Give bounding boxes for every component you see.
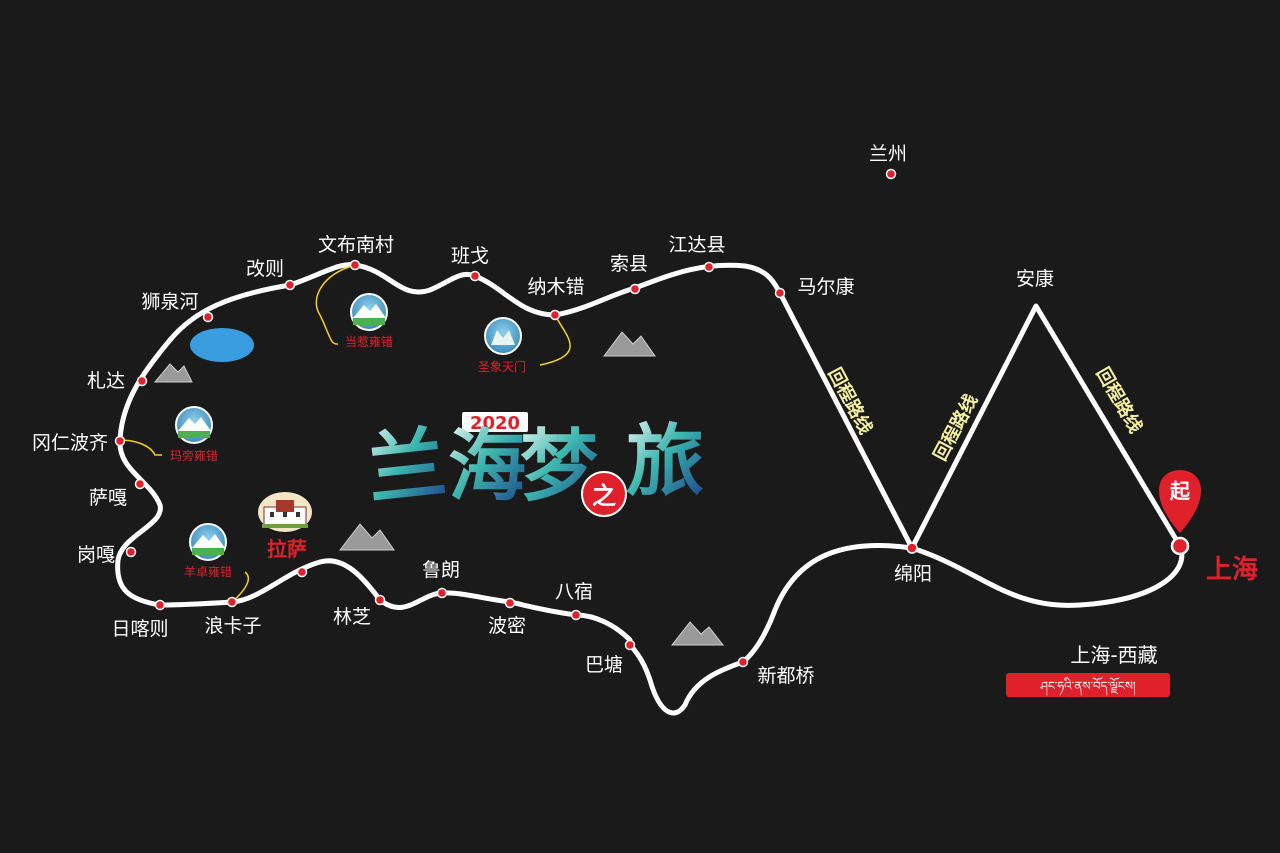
- dot-maerkang: [774, 287, 786, 299]
- start-pin-icon: 起: [1159, 470, 1201, 533]
- label-langkazi: 浪卡子: [204, 615, 261, 637]
- label-ankang: 安康: [1016, 268, 1054, 290]
- route-path: [115, 262, 1185, 716]
- label-lhasa: 拉萨: [267, 537, 307, 561]
- label-gaize: 改则: [246, 258, 284, 280]
- dot-batang: [624, 639, 636, 651]
- label-saga: 萨嘎: [89, 487, 127, 509]
- dot-gaize: [284, 279, 296, 291]
- title-block: 2020 兰 海 梦 之 旅: [363, 412, 704, 517]
- label-shiquanhe: 狮泉河: [141, 291, 198, 313]
- dot-mianyang: [906, 542, 918, 554]
- title-year: 2020: [470, 413, 520, 434]
- label-namucuo: 纳木错: [527, 276, 584, 298]
- label-xindu: 新都桥: [757, 665, 814, 687]
- dot-lulang: [436, 587, 448, 599]
- dot-saga: [134, 478, 146, 490]
- dot-xindu: [737, 656, 749, 668]
- title-char-2: 海: [448, 421, 526, 512]
- dot-suoxian: [629, 283, 641, 295]
- route-name: 上海-西藏: [1070, 643, 1157, 667]
- label-mianyang: 绵阳: [894, 563, 932, 585]
- label-maerkang: 马尔康: [797, 276, 854, 298]
- dot-gangga: [125, 546, 137, 558]
- dot-basu: [570, 609, 582, 621]
- dot-bomi: [504, 597, 516, 609]
- label-suoxian: 索县: [610, 253, 648, 275]
- spot-badge-shengxiang: [484, 317, 522, 355]
- dot-langkazi: [226, 596, 238, 608]
- spot-badge-mapang: [175, 406, 213, 444]
- tibetan-text: ཤང་ཧའི་ནས་བོད་ལྗོངས།: [1039, 677, 1136, 696]
- spot-leader-dangre: [315, 264, 356, 345]
- spot-leader-mapang: [119, 439, 162, 456]
- label-dangre: 当惹雍错: [345, 334, 393, 349]
- label-shanghai: 上海: [1206, 555, 1258, 585]
- title-char-1: 兰: [363, 418, 450, 517]
- title-char-4: 之: [592, 482, 616, 510]
- label-mapang: 玛旁雍错: [170, 448, 218, 463]
- mountain-icon: [153, 331, 725, 646]
- label-yangzhuo: 羊卓雍错: [184, 564, 232, 579]
- dot-namucuo: [549, 309, 561, 321]
- label-zhada: 札达: [87, 370, 125, 392]
- dot-rikaze: [154, 599, 166, 611]
- year-badge: [462, 412, 528, 432]
- label-banke: 班戈: [451, 245, 489, 267]
- spot-leader-shengxiang: [539, 314, 571, 366]
- tibetan-banner: [1006, 673, 1170, 697]
- dot-banke: [469, 270, 481, 282]
- label-basu: 八宿: [555, 581, 593, 603]
- dot-shiquanhe: [202, 311, 214, 323]
- label-jiangdaxian: 江达县: [668, 234, 725, 256]
- start-badge: 起: [1169, 479, 1191, 503]
- label-lanzhou: 兰州: [869, 143, 907, 165]
- label-batang: 巴塘: [585, 654, 623, 676]
- return-label-3: 回程路线: [1092, 364, 1147, 437]
- dot-lanzhou: [885, 168, 897, 180]
- title-char-5: 旅: [626, 416, 704, 507]
- label-shengxiang: 圣象天门: [478, 359, 526, 374]
- dot-jiangdaxian: [703, 261, 715, 273]
- label-lulang: 鲁朗: [422, 559, 460, 581]
- potala-palace-icon: [258, 492, 312, 532]
- label-bomi: 波密: [488, 615, 526, 637]
- dot-shanghai: [1170, 536, 1190, 556]
- label-gangga: 岗嘎: [77, 544, 115, 566]
- label-gangren: 冈仁波齐: [32, 432, 108, 454]
- city-dots: [114, 168, 918, 668]
- dot-zhada: [136, 375, 148, 387]
- dot-wenbunancun: [349, 259, 361, 271]
- label-wenbunancun: 文布南村: [318, 234, 394, 256]
- dot-gangren: [114, 435, 126, 447]
- dot-lhasa: [296, 566, 308, 578]
- title-zhi-circle: [581, 471, 627, 517]
- spot-badge-yangzhuo: [189, 523, 227, 561]
- dot-linzhi: [374, 594, 386, 606]
- label-rikaze: 日喀则: [111, 618, 168, 640]
- spot-badge-dangre: [350, 293, 388, 331]
- label-linzhi: 林芝: [333, 606, 371, 628]
- lake-icon: [190, 328, 254, 362]
